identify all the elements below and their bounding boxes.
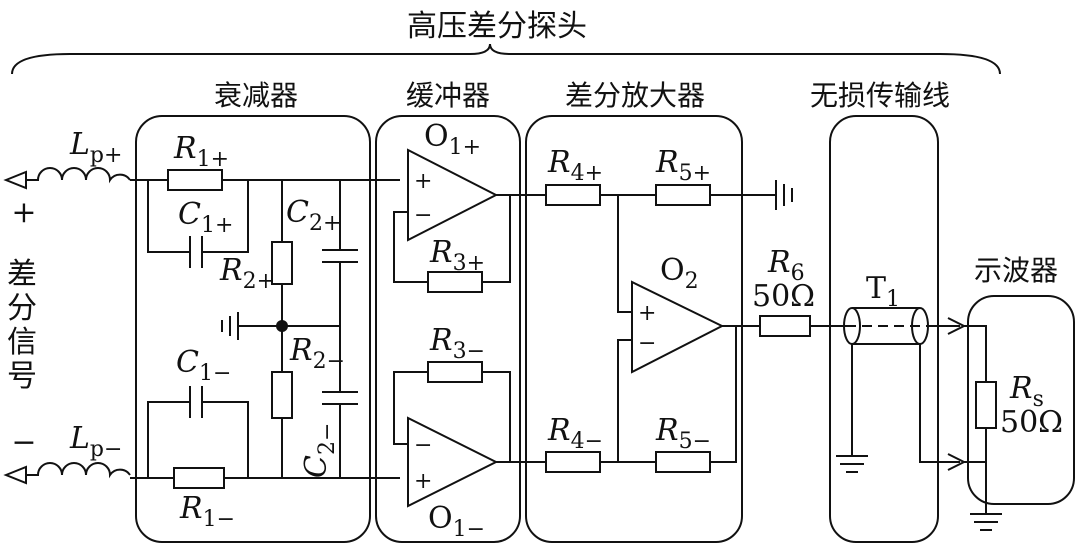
resistor-r1-minus	[173, 467, 225, 489]
resistor-r3-plus	[427, 271, 483, 293]
label-o2: O2	[660, 253, 699, 294]
o1-plus-noninv: +	[414, 169, 432, 194]
label-o1-plus: O1+	[424, 119, 481, 160]
section-scope: 示波器	[974, 254, 1058, 287]
resistor-r4-plus	[545, 184, 601, 206]
input-label-4: 号	[7, 359, 37, 394]
ground-r5-plus	[775, 180, 793, 210]
o2-noninv: +	[638, 301, 656, 326]
title-brace	[11, 43, 1001, 75]
wire-o1-plus-fb	[393, 194, 546, 283]
input-label-1: 差	[7, 257, 37, 292]
opamp-o1-minus	[407, 416, 499, 508]
label-c2-minus: C2−	[299, 423, 340, 478]
o1-plus-inv: −	[414, 203, 432, 228]
resistor-r4-minus	[545, 451, 601, 473]
resistor-r5-plus	[655, 184, 711, 206]
scope-box	[967, 295, 1075, 505]
label-lp-plus: Lp+	[69, 127, 122, 168]
opamp-o1-plus	[407, 148, 499, 242]
inductor-lp-minus	[26, 462, 131, 479]
label-r5-plus: R5+	[655, 145, 711, 186]
input-minus-terminal	[3, 465, 27, 485]
inductor-lp-plus	[26, 167, 131, 184]
capacitor-c2-minus	[322, 391, 358, 405]
title: 高压差分探头	[407, 9, 587, 44]
input-plus-sign: +	[11, 195, 36, 230]
capacitor-c1-minus	[189, 386, 203, 418]
label-r2-minus: R2−	[289, 333, 345, 374]
label-r2-plus: R2+	[219, 253, 275, 294]
ground-attenuator	[221, 312, 239, 340]
wire-shield-ground	[836, 344, 960, 473]
label-r6: R6	[767, 245, 805, 286]
label-lp-minus: Lp−	[69, 421, 122, 462]
input-minus-sign: −	[11, 425, 36, 460]
label-r3-plus: R3+	[429, 235, 485, 276]
resistor-r2-plus	[271, 241, 293, 285]
buffer-box	[375, 115, 521, 543]
label-o1-minus: O1−	[428, 501, 485, 542]
o2-inv: −	[638, 331, 656, 356]
attenuator-box	[135, 115, 371, 543]
o1-minus-inv: −	[414, 433, 432, 458]
resistor-r2-minus	[271, 371, 293, 419]
label-r3-minus: R3−	[429, 323, 485, 364]
section-diff-amp: 差分放大器	[565, 79, 705, 112]
wire-diff-bottom	[600, 326, 737, 463]
capacitor-c2-plus	[322, 249, 358, 263]
label-c1-minus: C1−	[176, 345, 231, 386]
resistor-rs	[975, 381, 997, 429]
wire-c1-minus	[147, 401, 249, 478]
resistor-r1-plus	[167, 169, 223, 191]
label-c2-plus: C2+	[286, 195, 341, 236]
label-rs: Rs	[1009, 371, 1044, 412]
line-box	[829, 115, 939, 543]
label-r4-plus: R4+	[547, 145, 603, 186]
label-r1-minus: R1−	[179, 491, 235, 532]
label-rs-value: 50Ω	[1000, 405, 1063, 440]
resistor-r3-minus	[427, 361, 483, 383]
diff-amp-box	[525, 115, 743, 543]
label-r5-minus: R5−	[655, 413, 711, 454]
wire-scope-in	[928, 317, 967, 471]
wire-c1-plus	[147, 180, 249, 253]
resistor-r6	[759, 315, 811, 337]
section-attenuator: 衰减器	[214, 79, 298, 112]
label-t1: T1	[866, 271, 900, 312]
wire-o2-inputs	[617, 195, 632, 462]
ground-scope	[970, 513, 1002, 531]
label-r6-value: 50Ω	[752, 279, 815, 314]
input-plus-terminal	[3, 170, 27, 190]
capacitor-c1-plus	[189, 236, 203, 268]
input-label-2: 分	[7, 291, 37, 326]
resistor-r5-minus	[655, 451, 711, 473]
label-r4-minus: R4−	[547, 413, 603, 454]
label-c1-plus: C1+	[178, 197, 233, 238]
section-line: 无损传输线	[810, 79, 950, 112]
input-label-3: 信	[7, 325, 37, 360]
o1-minus-noninv: +	[414, 469, 432, 494]
coax-t1	[852, 307, 920, 345]
wire-rs	[964, 325, 987, 514]
wire-o1-minus-fb	[393, 371, 546, 463]
opamp-o2	[631, 280, 725, 374]
label-r1-plus: R1+	[173, 131, 229, 172]
section-buffer: 缓冲器	[406, 79, 490, 112]
